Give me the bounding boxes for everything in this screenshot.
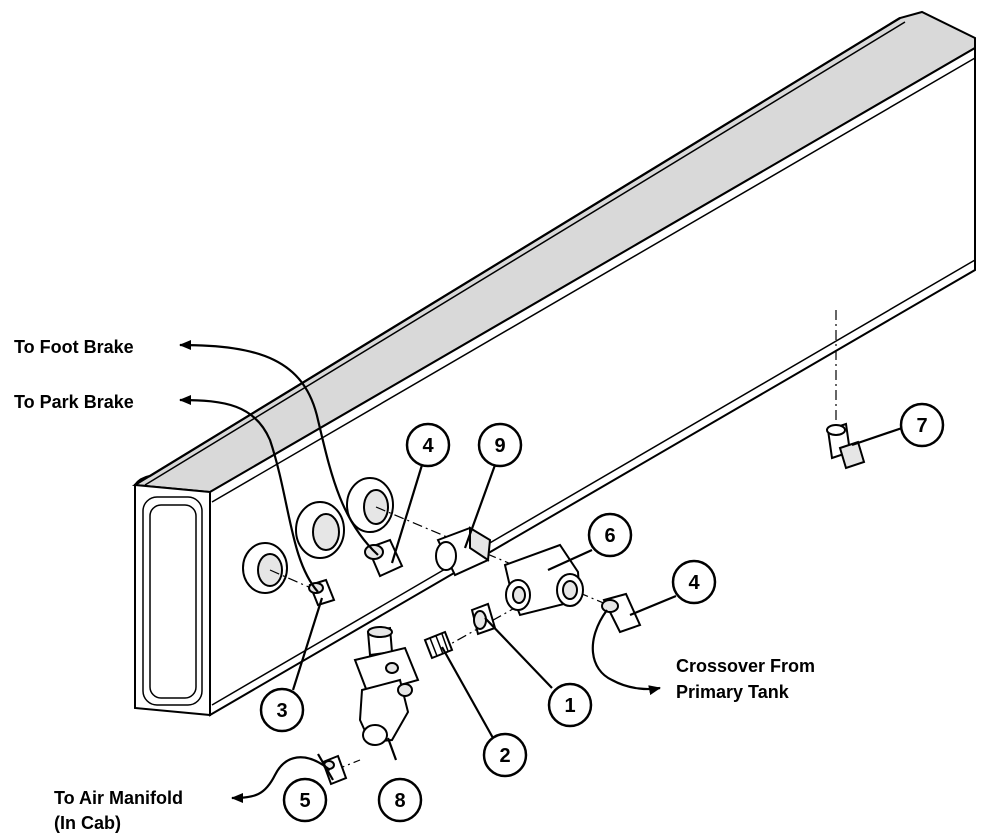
callout-5: 5 <box>282 777 328 823</box>
crossover-line <box>591 609 661 696</box>
leader-4b <box>629 594 677 617</box>
svg-text:4: 4 <box>688 572 700 594</box>
svg-text:4: 4 <box>422 435 434 457</box>
air-manifold-line <box>231 756 331 803</box>
leader-4a <box>390 464 424 564</box>
leader-9 <box>463 464 497 549</box>
tee-fitting <box>503 543 584 617</box>
callout-8: 8 <box>377 777 423 823</box>
leader-8 <box>386 737 398 761</box>
svg-text:3: 3 <box>276 700 287 722</box>
grommet-1 <box>242 542 288 594</box>
grommet-2 <box>295 501 345 559</box>
leader-1 <box>484 617 553 689</box>
callout-9: 9 <box>477 422 523 468</box>
svg-text:9: 9 <box>494 435 505 457</box>
leader-6 <box>547 548 593 572</box>
leader-3 <box>291 597 324 691</box>
elbow-fitting-right <box>601 592 642 634</box>
svg-text:7: 7 <box>916 415 927 437</box>
hex-fitting <box>435 526 492 577</box>
foot-brake-line <box>179 340 379 556</box>
callout-6: 6 <box>587 512 633 558</box>
callout-4-right: 4 <box>671 559 717 605</box>
svg-text:6: 6 <box>604 525 615 547</box>
callout-1: 1 <box>547 682 593 728</box>
nipple-fitting <box>423 630 454 660</box>
leader-2 <box>441 646 494 739</box>
air-manifold-label-line1: To Air Manifold <box>54 788 183 808</box>
park-brake-line <box>179 395 319 593</box>
svg-text:1: 1 <box>564 695 575 717</box>
leader-7 <box>851 425 906 447</box>
callout-7: 7 <box>899 402 945 448</box>
drain-valve <box>826 422 866 470</box>
callout-3: 3 <box>259 687 305 733</box>
foot-brake-label: To Foot Brake <box>14 337 134 357</box>
svg-text:8: 8 <box>394 790 405 812</box>
leader-5 <box>317 753 334 781</box>
svg-text:2: 2 <box>499 745 510 767</box>
valve-assembly <box>353 626 420 746</box>
svg-text:5: 5 <box>299 790 310 812</box>
crossover-label-line2: Primary Tank <box>676 682 790 702</box>
air-manifold-label-line2: (In Cab) <box>54 813 121 833</box>
crossover-label-line1: Crossover From <box>676 656 815 676</box>
callout-4-upper: 4 <box>405 422 451 468</box>
frame-rail <box>131 10 976 717</box>
park-brake-label: To Park Brake <box>14 392 134 412</box>
callout-2: 2 <box>482 732 528 778</box>
